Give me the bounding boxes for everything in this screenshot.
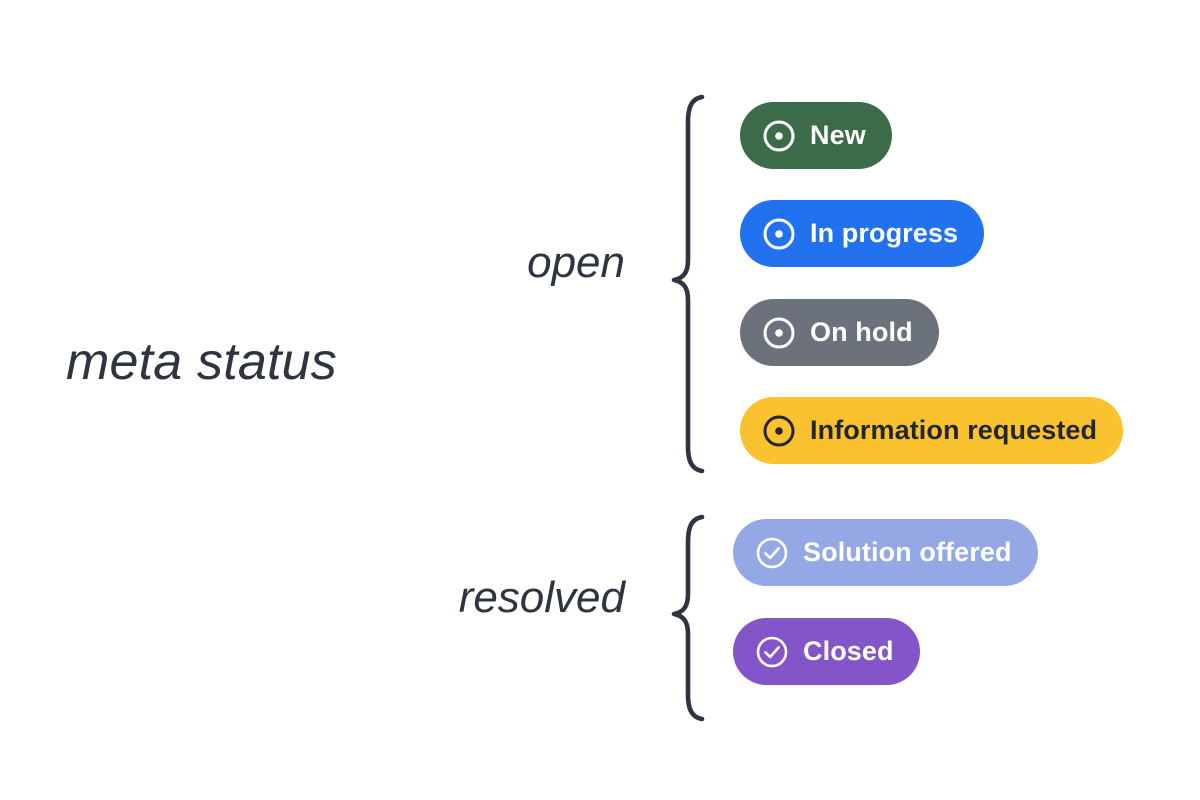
status-badge-closed[interactable]: Closed (733, 618, 920, 685)
dot-circle-icon (762, 217, 796, 251)
page-title: meta status (66, 333, 337, 391)
curly-brace-resolved-icon (671, 514, 705, 722)
group-label-open: open (527, 238, 625, 287)
status-badge-label: Information requested (810, 415, 1098, 445)
status-badge-information-requested[interactable]: Information requested (740, 397, 1124, 464)
status-badge-label: In progress (810, 218, 959, 248)
group-label-resolved: resolved (458, 573, 625, 622)
status-badge-solution-offered[interactable]: Solution offered (733, 519, 1038, 586)
dot-circle-icon (762, 316, 796, 350)
check-circle-icon (755, 635, 789, 669)
check-circle-icon (755, 536, 789, 570)
status-badge-on-hold[interactable]: On hold (740, 299, 939, 366)
dot-circle-icon (762, 119, 796, 153)
dot-circle-icon (762, 414, 796, 448)
status-badge-in-progress[interactable]: In progress (740, 200, 985, 267)
status-badge-label: Closed (803, 636, 894, 666)
status-badge-label: New (810, 120, 866, 150)
status-badge-label: Solution offered (803, 537, 1012, 567)
curly-brace-open-icon (671, 94, 705, 474)
status-badge-new[interactable]: New (740, 102, 892, 169)
status-badge-label: On hold (810, 317, 913, 347)
